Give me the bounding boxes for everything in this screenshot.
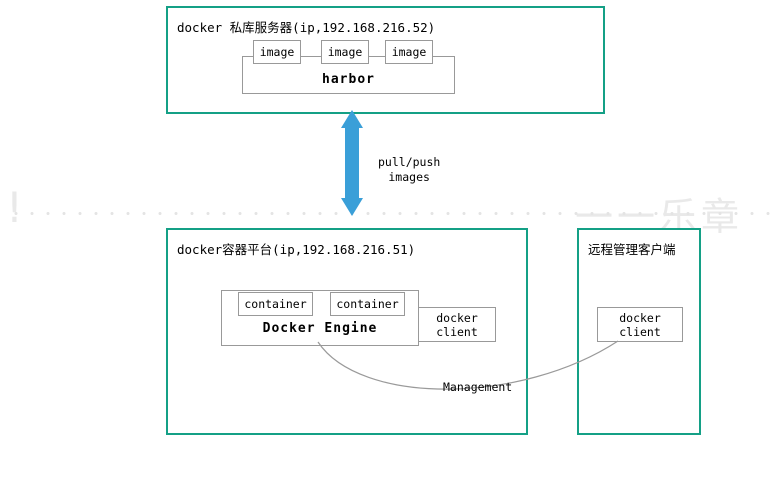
registry-image-2: image	[321, 40, 369, 64]
watermark-left: !	[6, 183, 27, 232]
remote-docker-client-line1: docker	[619, 310, 661, 325]
dotted-divider	[8, 212, 770, 215]
management-label: Management	[443, 380, 513, 394]
pull-push-label-line2: images	[388, 170, 430, 184]
docker-platform-title: docker容器平台(ip,192.168.216.51)	[177, 242, 416, 257]
remote-docker-client: docker client	[597, 307, 683, 342]
harbor-label: harbor	[322, 72, 375, 87]
platform-docker-client: docker client	[418, 307, 496, 342]
container-2: container	[330, 292, 405, 316]
registry-server-box: docker 私库服务器(ip,192.168.216.52) harbor i…	[166, 6, 605, 114]
remote-client-title: 远程管理客户端	[588, 242, 676, 257]
docker-engine-label: Docker Engine	[262, 321, 378, 336]
container-1: container	[238, 292, 313, 316]
docker-platform-box: docker容器平台(ip,192.168.216.51) Docker Eng…	[166, 228, 528, 435]
platform-docker-client-line1: docker	[436, 310, 478, 325]
remote-client-box: 远程管理客户端 docker client	[577, 228, 701, 435]
platform-docker-client-line2: client	[436, 324, 478, 339]
registry-image-1: image	[253, 40, 301, 64]
pull-push-label: pull/push images	[378, 155, 440, 185]
pull-push-label-line1: pull/push	[378, 155, 441, 169]
pull-push-arrow	[341, 110, 363, 216]
registry-server-title: docker 私库服务器(ip,192.168.216.52)	[177, 20, 436, 35]
registry-image-3: image	[385, 40, 433, 64]
remote-docker-client-line2: client	[619, 324, 661, 339]
